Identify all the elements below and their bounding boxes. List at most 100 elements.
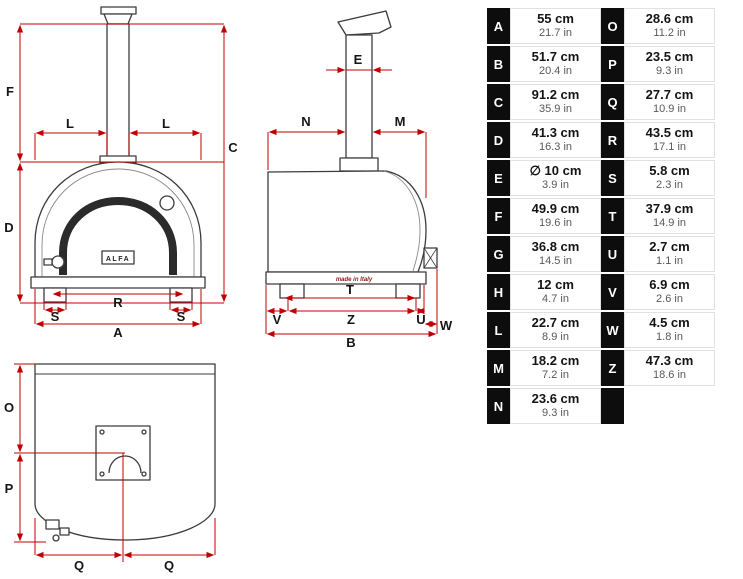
dim-value: 28.6 cm 11.2 in [624, 8, 715, 44]
side-view-drawing: made in Italy E N M T V [265, 10, 453, 350]
dim-in: 2.6 in [656, 293, 683, 306]
dim-label-V: V [273, 312, 282, 327]
dim-cm: 6.9 cm [649, 277, 690, 293]
top-dimension-lines [14, 363, 216, 562]
side-oven-outline [265, 10, 438, 299]
dim-value: 27.7 cm 10.9 in [624, 84, 715, 120]
dim-in: 7.2 in [542, 369, 569, 382]
dim-in: 10.9 in [652, 103, 687, 116]
dim-value: 91.2 cm 35.9 in [510, 84, 601, 120]
chimney-cap [100, 6, 137, 15]
dim-label-R: R [113, 295, 123, 310]
dim-value: 2.7 cm 1.1 in [624, 236, 715, 272]
dim-value: 36.8 cm 14.5 in [510, 236, 601, 272]
dim-label-S-left: S [51, 309, 60, 324]
dim-letter: D [487, 122, 510, 158]
front-view-drawing: ALFA F D C [4, 6, 238, 340]
side-dimension-labels: E N M T V Z U B W [273, 52, 453, 350]
dim-value: 37.9 cm 14.9 in [624, 198, 715, 234]
table-row: B 51.7 cm 20.4 in P 23.5 cm 9.3 in [487, 46, 715, 82]
table-row: G 36.8 cm 14.5 in U 2.7 cm 1.1 in [487, 236, 715, 272]
table-row: H 12 cm 4.7 in V 6.9 cm 2.6 in [487, 274, 715, 310]
foot-right [169, 287, 193, 303]
dim-in: 9.3 in [656, 65, 683, 78]
dim-cm: 41.3 cm [531, 125, 580, 141]
chimney-mount-arch [108, 455, 142, 474]
chimney-pipe [106, 23, 130, 159]
dim-label-Q-right: Q [164, 558, 174, 573]
dim-letter: Z [601, 350, 624, 386]
dim-in: 4.7 in [542, 293, 569, 306]
dim-letter: W [601, 312, 624, 348]
side-foot-right [395, 283, 421, 299]
dim-label-Q-left: Q [74, 558, 84, 573]
front-dimension-labels: F D C L L R S S A [4, 84, 238, 340]
dim-letter: F [487, 198, 510, 234]
dim-in: 11.2 in [653, 27, 686, 40]
dim-value: ∅ 10 cm 3.9 in [510, 160, 601, 196]
dim-value: 55 cm 21.7 in [510, 8, 601, 44]
dim-cm: 47.3 cm [645, 353, 694, 369]
dim-cm: 49.9 cm [531, 201, 580, 217]
dim-label-O: O [4, 400, 14, 415]
dim-cm: 22.7 cm [531, 315, 580, 331]
side-latch [423, 247, 438, 269]
dim-in: 35.9 in [538, 103, 573, 116]
side-body-inner-line [383, 170, 421, 272]
dim-letter: G [487, 236, 510, 272]
dim-value: 41.3 cm 16.3 in [510, 122, 601, 158]
table-row: L 22.7 cm 8.9 in W 4.5 cm 1.8 in [487, 312, 715, 348]
dim-value: 4.5 cm 1.8 in [624, 312, 715, 348]
dim-value: 6.9 cm 2.6 in [624, 274, 715, 310]
dim-in: 1.1 in [656, 255, 683, 268]
side-chimney-cap [337, 10, 392, 36]
side-foot-left [279, 283, 305, 299]
dim-value: 18.2 cm 7.2 in [510, 350, 601, 386]
top-dimension-labels: O P Q Q [4, 400, 174, 573]
dim-cm: ∅ 10 cm [529, 163, 582, 179]
table-row: N 23.6 cm 9.3 in [487, 388, 715, 424]
table-row: F 49.9 cm 19.6 in T 37.9 cm 14.9 in [487, 198, 715, 234]
dimension-table: A 55 cm 21.7 in O 28.6 cm 11.2 in B 51.7… [487, 8, 715, 424]
dim-letter: B [487, 46, 510, 82]
dim-letter: L [487, 312, 510, 348]
dim-letter: U [601, 236, 624, 272]
table-row: E ∅ 10 cm 3.9 in S 5.8 cm 2.3 in [487, 160, 715, 196]
dim-letter: V [601, 274, 624, 310]
dim-value: 5.8 cm 2.3 in [624, 160, 715, 196]
dim-label-B: B [346, 335, 355, 350]
table-row: C 91.2 cm 35.9 in Q 27.7 cm 10.9 in [487, 84, 715, 120]
dim-label-P: P [5, 481, 14, 496]
dim-cm: 51.7 cm [531, 49, 580, 65]
dim-value-empty [624, 388, 715, 424]
dim-letter: E [487, 160, 510, 196]
side-chimney-pipe [345, 34, 373, 159]
dim-label-N: N [301, 114, 310, 129]
dim-label-S-right: S [177, 309, 186, 324]
thermometer [159, 195, 175, 211]
dim-label-E: E [354, 52, 363, 67]
dim-in: 14.9 in [652, 217, 687, 230]
dim-value: 49.9 cm 19.6 in [510, 198, 601, 234]
made-in-label: made in Italy [336, 277, 373, 283]
foot-left [43, 287, 67, 303]
dim-in: 20.4 in [538, 65, 573, 78]
dim-letter: H [487, 274, 510, 310]
side-base [265, 271, 427, 285]
dim-label-D: D [4, 220, 13, 235]
dim-value: 51.7 cm 20.4 in [510, 46, 601, 82]
dim-value: 23.6 cm 9.3 in [510, 388, 601, 424]
dim-letter: O [601, 8, 624, 44]
dim-cm: 43.5 cm [645, 125, 694, 141]
dim-label-F: F [6, 84, 14, 99]
dim-label-A: A [113, 325, 123, 340]
chimney-cap-flare [103, 13, 133, 25]
dim-in: 21.7 in [538, 27, 573, 40]
top-view-drawing: O P Q Q [4, 363, 216, 573]
dim-cm: 2.7 cm [649, 239, 690, 255]
dim-letter: A [487, 8, 510, 44]
dim-in: 1.8 in [656, 331, 683, 344]
dim-cm: 37.9 cm [645, 201, 694, 217]
dim-cm: 91.2 cm [531, 87, 580, 103]
